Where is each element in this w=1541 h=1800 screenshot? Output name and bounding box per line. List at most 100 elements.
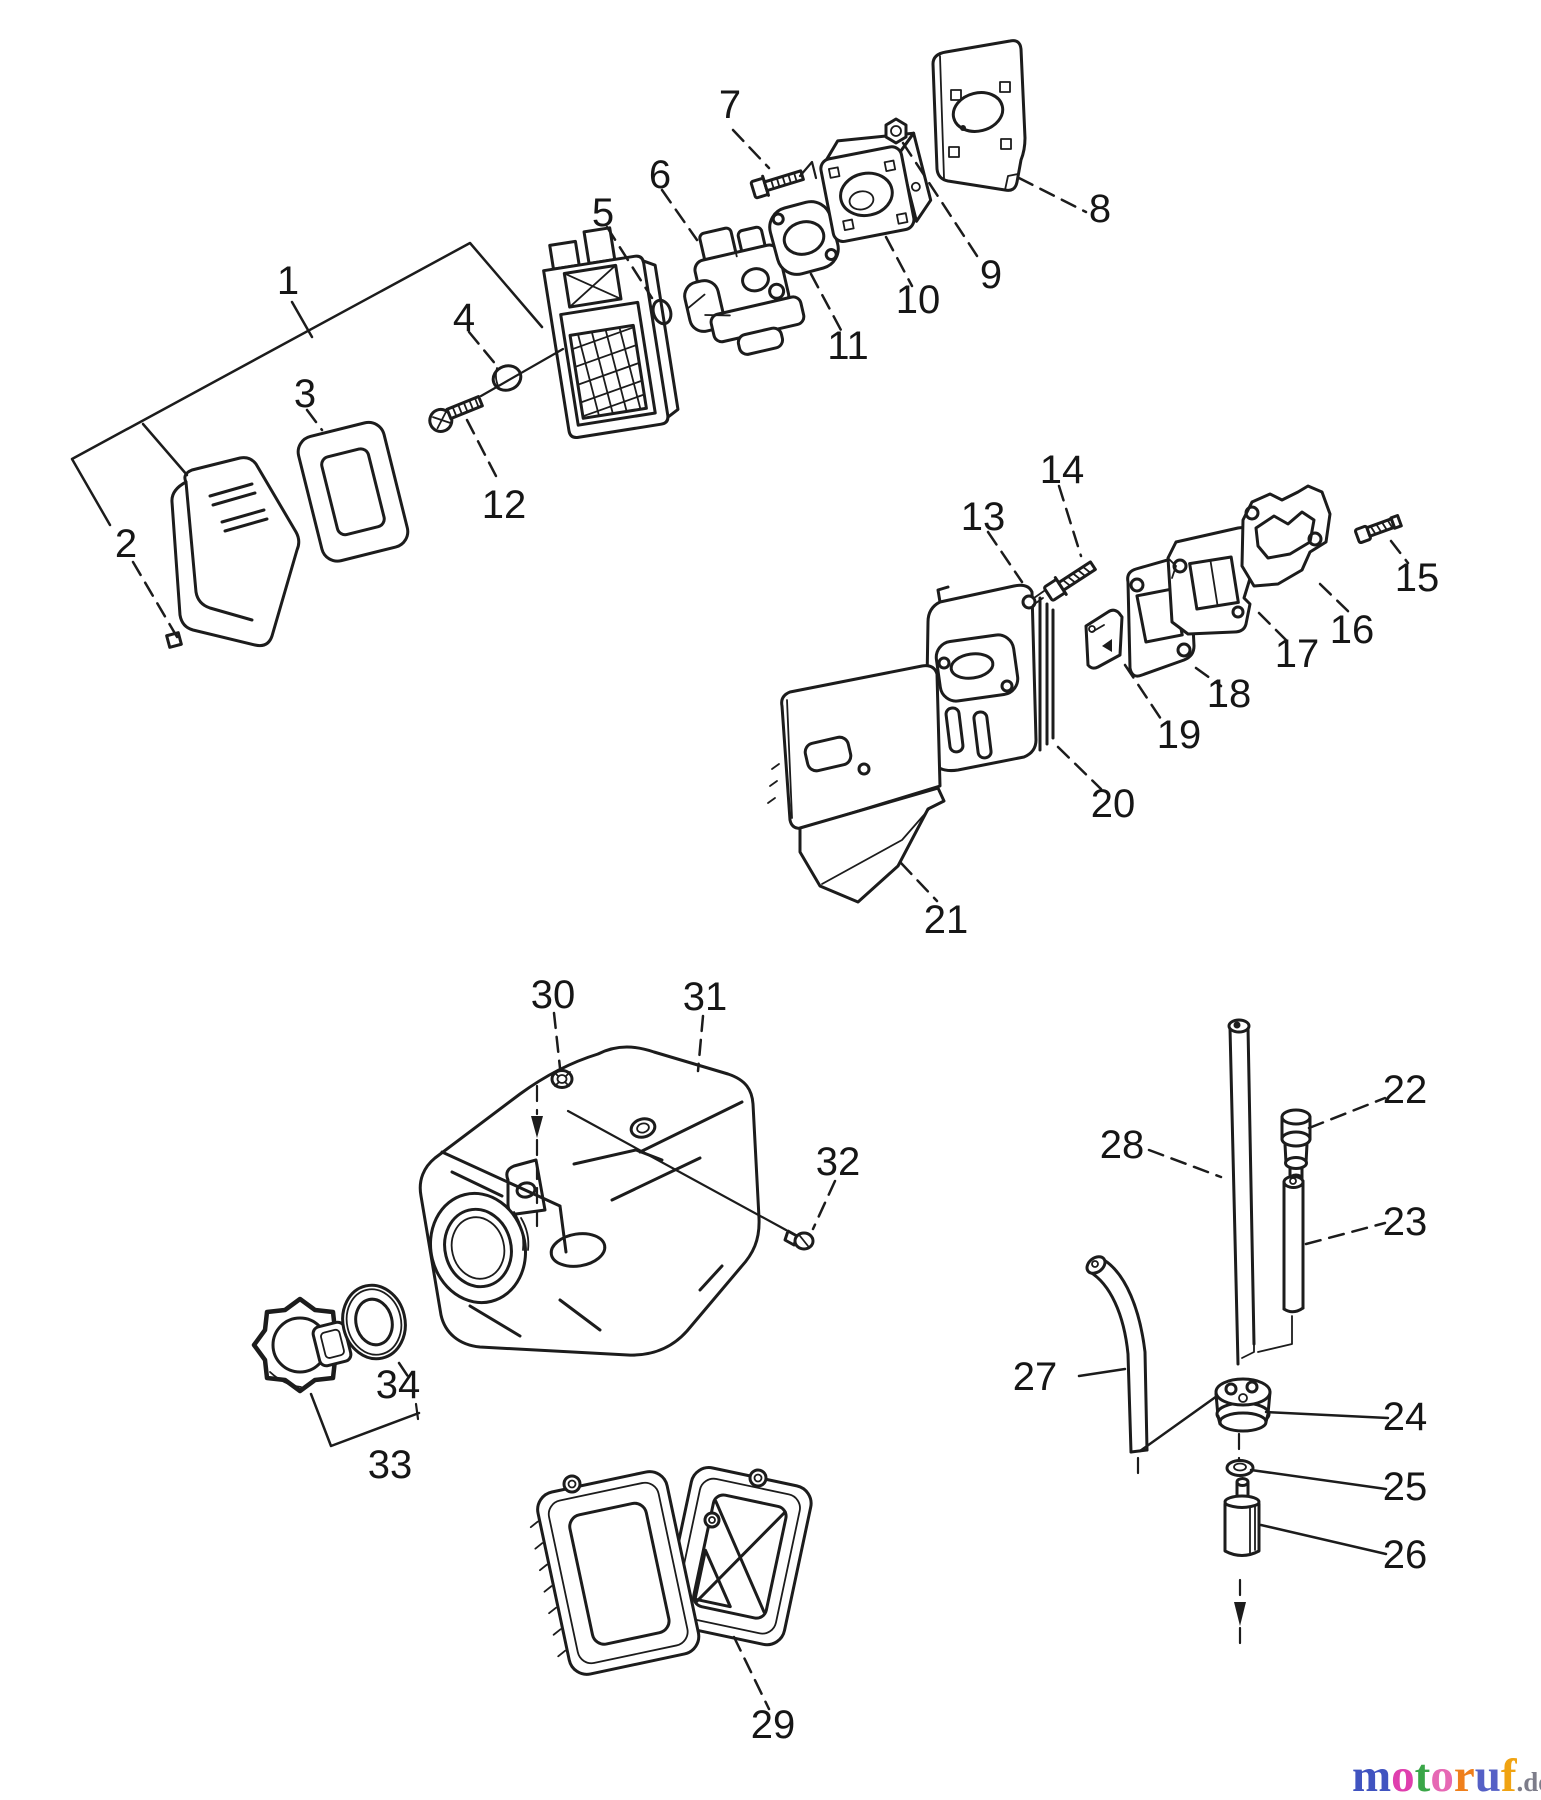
part-label-4: 4 bbox=[453, 296, 475, 340]
part-label-22: 22 bbox=[1383, 1068, 1428, 1112]
leader-9 bbox=[901, 141, 983, 264]
part-14-drawing bbox=[1043, 560, 1097, 602]
part-22-drawing bbox=[1280, 1108, 1312, 1185]
leader-14 bbox=[1057, 484, 1083, 558]
part-31-drawing bbox=[418, 1045, 761, 1357]
leader-10 bbox=[884, 235, 914, 288]
part-label-24: 24 bbox=[1383, 1395, 1428, 1439]
part-6-drawing bbox=[683, 225, 806, 356]
part-label-3: 3 bbox=[294, 372, 316, 416]
leader-7 bbox=[731, 128, 771, 170]
part-label-7: 7 bbox=[719, 83, 741, 127]
leader-26 bbox=[1259, 1523, 1388, 1556]
part-5-drawing bbox=[651, 298, 673, 326]
part-24-drawing bbox=[1214, 1377, 1272, 1433]
part-label-33: 33 bbox=[368, 1443, 413, 1487]
part-label-31: 31 bbox=[683, 975, 728, 1019]
leader-27 bbox=[1077, 1367, 1127, 1378]
part-label-30: 30 bbox=[531, 973, 576, 1017]
watermark-letter: u bbox=[1475, 1750, 1501, 1800]
part-label-28: 28 bbox=[1100, 1123, 1145, 1167]
leader-1-bracket bbox=[70, 241, 544, 527]
part-label-11: 11 bbox=[827, 324, 869, 368]
watermark-suffix: .de bbox=[1516, 1767, 1541, 1797]
part-label-14: 14 bbox=[1040, 448, 1085, 492]
leader-3 bbox=[305, 408, 324, 432]
leader-34 bbox=[397, 1361, 413, 1383]
part-label-17: 17 bbox=[1275, 632, 1320, 676]
leader-25 bbox=[1249, 1468, 1388, 1491]
part-25-drawing bbox=[1225, 1459, 1255, 1477]
leader-29 bbox=[732, 1635, 771, 1711]
part-label-20: 20 bbox=[1091, 782, 1136, 826]
part-label-12: 12 bbox=[482, 483, 527, 527]
part-23-drawing bbox=[1282, 1175, 1305, 1314]
part-21-drawing bbox=[767, 664, 946, 904]
part-13-drawing bbox=[1021, 590, 1045, 610]
leader-15 bbox=[1389, 539, 1410, 565]
watermark-letter: m bbox=[1352, 1750, 1391, 1800]
part-label-25: 25 bbox=[1383, 1465, 1428, 1509]
part-label-8: 8 bbox=[1089, 187, 1111, 231]
leader-2 bbox=[131, 560, 182, 644]
leader-24 bbox=[1264, 1410, 1390, 1420]
part-label-5: 5 bbox=[592, 191, 614, 235]
leader-8 bbox=[1017, 176, 1088, 214]
leader-24b bbox=[1138, 1394, 1219, 1453]
leader-2-tick bbox=[141, 422, 189, 477]
part-32-drawing bbox=[783, 1229, 815, 1251]
part-label-34: 34 bbox=[376, 1363, 421, 1407]
part-label-10: 10 bbox=[896, 278, 941, 322]
part-3-drawing bbox=[296, 420, 410, 563]
leader-22 bbox=[1307, 1096, 1387, 1130]
watermark-letter: f bbox=[1501, 1750, 1518, 1800]
part-9-drawing bbox=[884, 117, 908, 145]
part-label-21: 21 bbox=[924, 898, 969, 942]
part-12-drawing bbox=[428, 395, 484, 433]
part-label-19: 19 bbox=[1157, 713, 1202, 757]
part-label-16: 16 bbox=[1330, 608, 1375, 652]
part-label-2: 2 bbox=[115, 522, 137, 566]
part-2-drawing bbox=[165, 456, 301, 649]
watermark-letter: o bbox=[1430, 1750, 1454, 1800]
leader-4 bbox=[467, 330, 499, 368]
filter-insert-arrow bbox=[1234, 1602, 1246, 1626]
leader-11 bbox=[809, 272, 844, 334]
part-27-drawing bbox=[1085, 1255, 1149, 1454]
leader-30 bbox=[552, 1011, 562, 1070]
leader-6 bbox=[660, 188, 699, 242]
leader-28 bbox=[1147, 1148, 1223, 1179]
direction-arrows bbox=[531, 1116, 1246, 1626]
leader-18 bbox=[1194, 666, 1223, 688]
part-label-15: 15 bbox=[1395, 556, 1440, 600]
part-drawings bbox=[165, 39, 1403, 1676]
leader-lines bbox=[70, 128, 1410, 1711]
leader-16 bbox=[1318, 582, 1353, 616]
leader-21 bbox=[899, 861, 939, 903]
part-7-drawing bbox=[749, 169, 805, 200]
leader-23 bbox=[1304, 1221, 1387, 1246]
part-label-6: 6 bbox=[649, 153, 671, 197]
leader-12 bbox=[465, 418, 499, 480]
part-16-drawing bbox=[1240, 484, 1332, 588]
leader-17 bbox=[1257, 611, 1288, 642]
leader-7-hook bbox=[798, 160, 818, 180]
leader-19 bbox=[1123, 663, 1163, 721]
tank-insert-arrow bbox=[531, 1116, 543, 1138]
leader-33-bracket bbox=[309, 1392, 421, 1448]
part-20-drawing bbox=[924, 583, 1055, 772]
part-label-1: 1 bbox=[277, 259, 299, 303]
leader-32-axis bbox=[566, 1109, 788, 1232]
watermark-motoruf-logo[interactable]: motoruf.de bbox=[1352, 1750, 1541, 1800]
part-17-drawing bbox=[1166, 526, 1254, 636]
watermark-letter: o bbox=[1391, 1750, 1415, 1800]
part-34-drawing bbox=[341, 1283, 407, 1361]
part-8-drawing bbox=[931, 39, 1027, 192]
leader-34-tick bbox=[414, 1402, 420, 1421]
part-29-drawing bbox=[529, 1466, 813, 1676]
watermark-letter: r bbox=[1454, 1750, 1475, 1800]
leader-1-tick bbox=[290, 300, 314, 339]
